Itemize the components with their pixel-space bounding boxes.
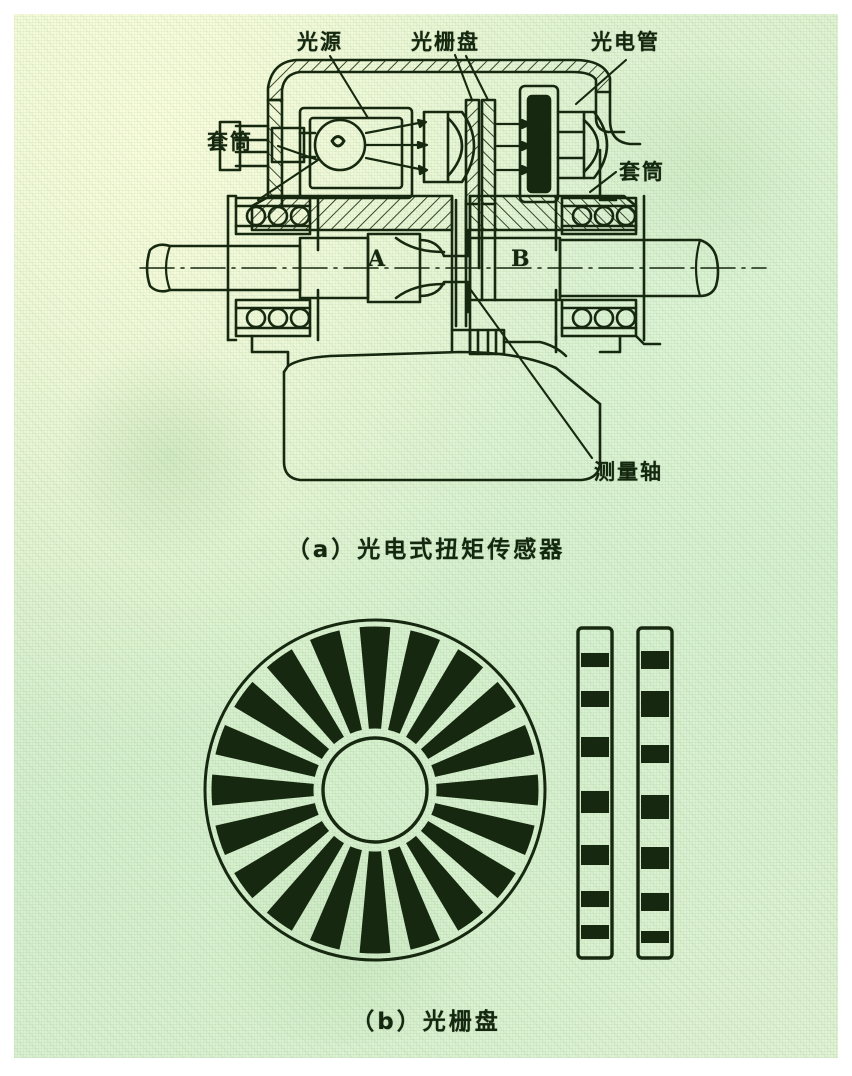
disk-spoke <box>388 846 440 950</box>
grating-strips-diagram <box>576 626 674 960</box>
disk-spoke <box>215 725 319 777</box>
label-grating-disk: 光栅盘 <box>411 30 480 54</box>
strip-dark-band <box>641 651 669 669</box>
strip-dark-band <box>581 691 609 707</box>
label-mark-a: A <box>368 246 386 272</box>
sensor-body-section <box>250 194 638 332</box>
disk-spoke <box>234 681 330 759</box>
disk-spoke <box>215 803 319 855</box>
strip-dark-band <box>581 791 609 813</box>
disk-spoke <box>406 835 484 931</box>
label-mark-b: B <box>511 246 530 272</box>
leader-lines <box>256 53 628 460</box>
label-light-source: 光源 <box>297 30 343 54</box>
disk-spoke <box>420 821 516 899</box>
disk-spoke <box>359 851 391 954</box>
strip-dark-band <box>641 745 669 763</box>
strip-dark-band <box>581 925 609 939</box>
label-photoelectric-tube: 光电管 <box>591 30 660 54</box>
sensor-body-lower <box>250 328 662 482</box>
disk-spoke <box>266 835 344 931</box>
disk-hub-circle <box>321 736 429 844</box>
strip-dark-band <box>581 737 609 757</box>
lamp-filament <box>330 135 346 148</box>
bearing-right <box>554 194 646 342</box>
grating-strip <box>636 626 674 960</box>
strip-dark-band <box>641 893 669 911</box>
transmitted-rays <box>495 118 533 176</box>
disk-spoke <box>431 803 535 855</box>
grating-disk-diagram <box>203 618 547 962</box>
disk-spoke <box>406 649 484 745</box>
disk-outer-circle <box>203 618 547 962</box>
disk-spoke <box>266 649 344 745</box>
strip-dark-band <box>581 845 609 865</box>
housing-top-cover <box>266 58 642 146</box>
label-sleeve-right: 套筒 <box>619 160 665 184</box>
disk-spoke <box>420 681 516 759</box>
disk-spoke <box>436 774 539 806</box>
disk-spoke <box>310 630 362 734</box>
strip-dark-band <box>641 691 669 717</box>
disk-spoke <box>211 774 314 806</box>
bearing-left <box>226 194 320 342</box>
label-sleeve-left: 套筒 <box>207 130 253 154</box>
caption-panel-b: （b）光栅盘 <box>351 1009 501 1035</box>
strip-dark-band <box>581 891 609 907</box>
label-measuring-shaft: 测量轴 <box>594 460 663 484</box>
strip-dark-band <box>641 795 669 819</box>
strip-dark-band <box>581 653 609 667</box>
disk-spoke <box>359 626 391 729</box>
disk-spoke <box>234 821 330 899</box>
grating-strip <box>576 626 614 960</box>
strip-dark-band <box>641 847 669 869</box>
disk-spoke <box>310 846 362 950</box>
strip-dark-band <box>641 931 669 943</box>
photoelectric-tube <box>518 84 609 204</box>
disk-spoke <box>431 725 535 777</box>
strip-outline <box>576 626 614 960</box>
strip-outline <box>636 626 674 960</box>
left-sleeve-block <box>218 98 284 198</box>
caption-panel-a: （a）光电式扭矩传感器 <box>286 537 566 563</box>
disk-spoke <box>388 630 440 734</box>
